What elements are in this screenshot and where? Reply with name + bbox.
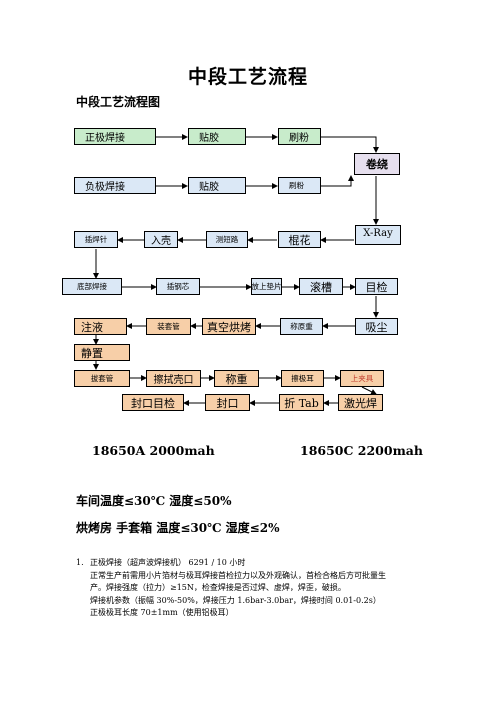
model-caption-a: 18650A 2000mah <box>92 443 215 458</box>
step-insert-core: 插钢芯 <box>156 278 200 295</box>
step-brush-2: 刷粉 <box>278 177 321 194</box>
step-grooving: 滚槽 <box>299 278 343 295</box>
note-line-3: 焊接机参数（振幅 30%-50%，焊接压力 1.6bar-3.0bar，焊接时间… <box>90 595 381 605</box>
step-xray: X-Ray <box>355 225 401 245</box>
step-place-gasket: 放上垫片 <box>251 278 282 295</box>
step-electrolyte-injection: 注液 <box>74 318 127 335</box>
step-positive-welding: 正极焊接 <box>74 128 156 145</box>
step-negative-welding: 负极焊接 <box>74 177 156 194</box>
step-knurling: 棍花 <box>278 231 321 248</box>
step-weigh-original: 称原重 <box>280 318 323 335</box>
process-notes: 1. 正极焊接（超声波焊接机） 6291 / 10 小时 正常生产前需用小片箔材… <box>76 557 436 620</box>
note-line-2: 产。焊接强度（拉力）≥15N，检查焊接是否过焊、虚焊，焊歪，破损。 <box>90 583 346 592</box>
step-wipe-tab: 擦极耳 <box>281 370 324 387</box>
step-visual-inspection-1: 目检 <box>355 278 398 295</box>
step-standing: 静置 <box>74 344 130 361</box>
step-short-test: 测短路 <box>206 231 248 248</box>
step-sealing: 封口 <box>205 394 250 411</box>
step-tape-2: 贴胶 <box>188 177 246 194</box>
note-number: 1. <box>76 558 84 567</box>
step-insert-can: 入壳 <box>144 231 178 248</box>
note-line-1: 正常生产前需用小片箔材与极耳焊接首检拉力以及外观确认，首检合格后方可批量生 <box>90 570 386 580</box>
model-caption-c: 18650C 2200mah <box>300 443 423 458</box>
step-winding: 卷绕 <box>354 153 400 175</box>
page-title: 中段工艺流程 <box>187 66 308 88</box>
step-brush-1: 刷粉 <box>278 128 321 145</box>
step-vacuum-baking: 真空烘烤 <box>202 318 256 335</box>
step-wipe-can-mouth: 擦拭壳口 <box>146 370 201 387</box>
step-bottom-welding: 底部焊接 <box>62 278 122 295</box>
workshop-conditions: 车间温度≤30℃ 湿度≤50% <box>76 494 232 508</box>
step-remove-sleeve: 拔套管 <box>74 370 130 387</box>
step-tape-1: 贴胶 <box>188 128 246 145</box>
flow-arrows <box>93 134 379 406</box>
step-fit-sleeve: 装套管 <box>146 318 191 335</box>
process-flowchart: 正极焊接 贴胶 刷粉 卷绕 负极焊接 贴胶 刷粉 X-Ray 棍花 测短路 入壳… <box>62 128 401 411</box>
step-insert-pin: 插焊针 <box>74 231 118 248</box>
flowchart-subtitle: 中段工艺流程图 <box>76 95 161 109</box>
step-laser-welding: 激光焊 <box>338 394 383 411</box>
step-fold-tab: 折 Tab <box>279 394 324 411</box>
oven-conditions: 烘烤房 手套箱 温度≤30℃ 湿度≤2% <box>76 521 280 535</box>
step-seal-inspection: 封口目检 <box>122 394 184 411</box>
note-line-4: 正极极耳长度 70±1mm（使用铝极耳） <box>90 608 234 617</box>
note-item-title: 正极焊接（超声波焊接机） 6291 / 10 小时 <box>90 558 246 567</box>
step-mount-fixture: 上夹具 <box>340 370 384 387</box>
step-weigh: 称重 <box>214 370 259 387</box>
step-dust-suction: 吸尘 <box>355 318 398 335</box>
